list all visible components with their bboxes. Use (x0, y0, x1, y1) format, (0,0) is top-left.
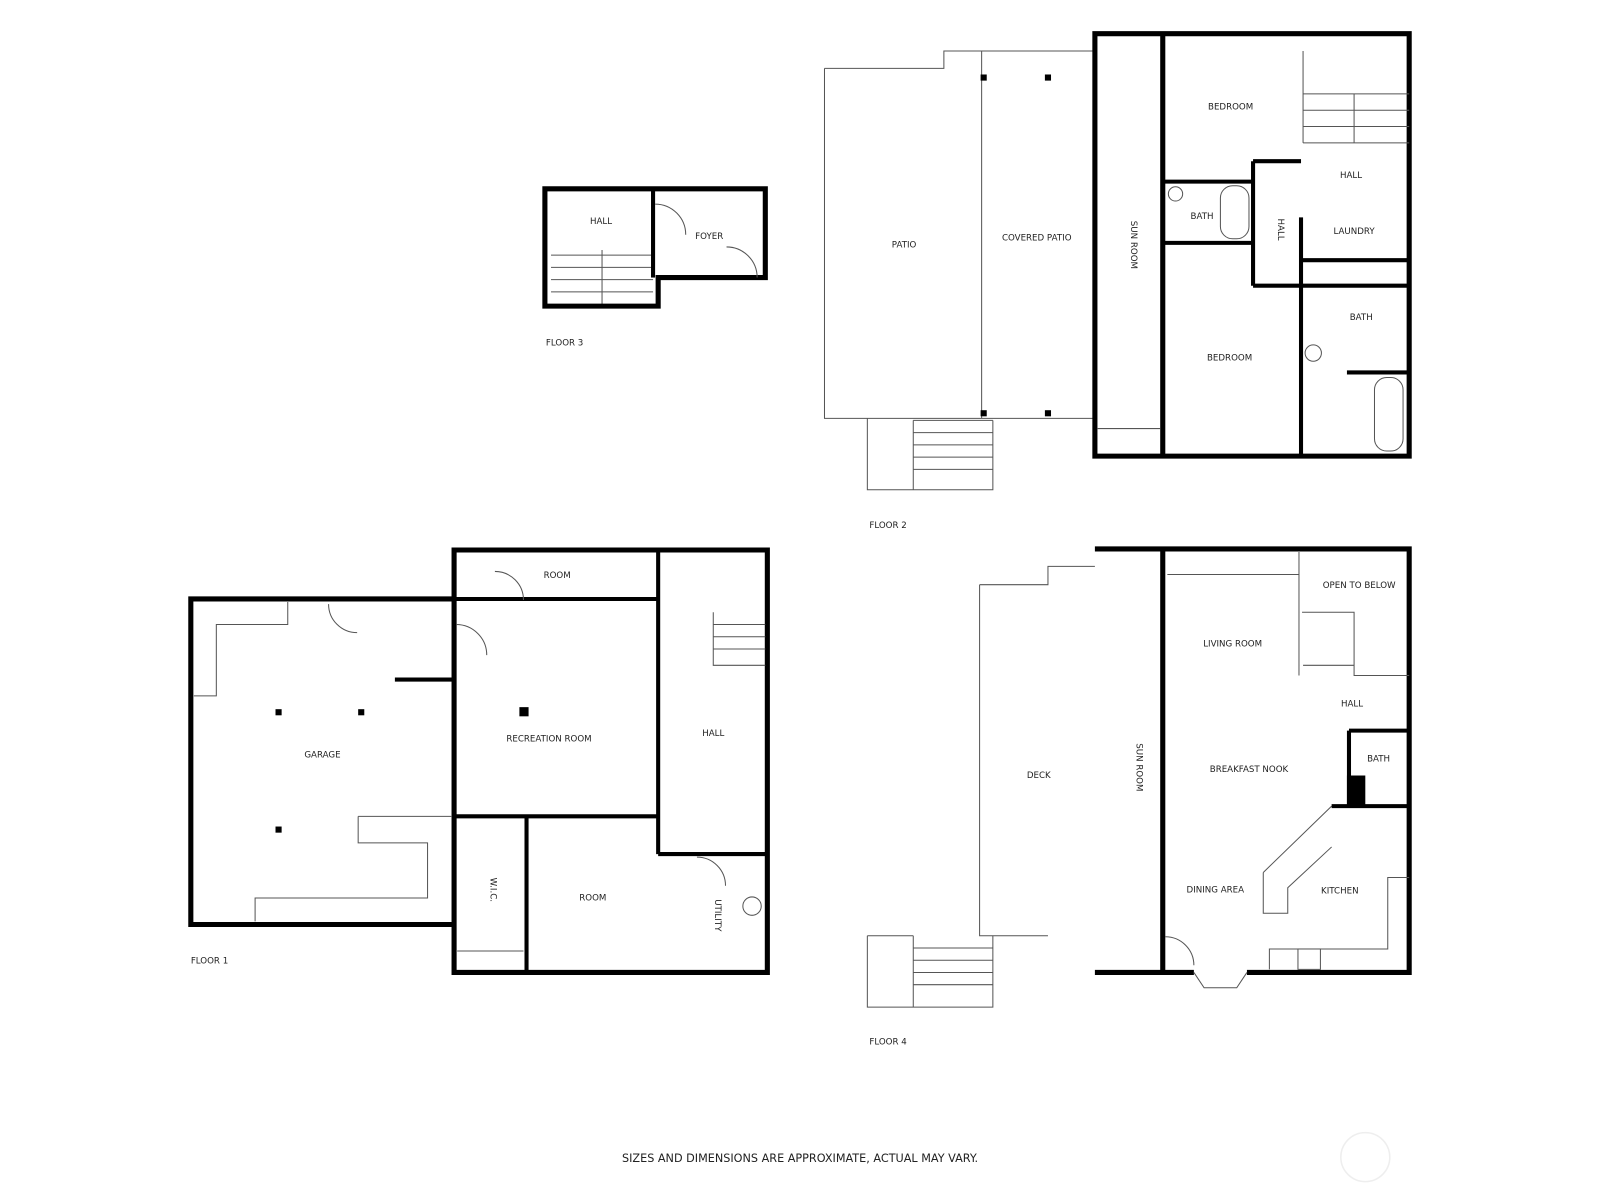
floor-3: HALL FOYER FLOOR 3 (542, 186, 768, 348)
room-label-kitchen: KITCHEN (1321, 886, 1359, 896)
room-label-hall: HALL (1340, 171, 1362, 181)
room-label-dining-area: DINING AREA (1187, 885, 1245, 895)
room-label-bath: BATH (1191, 212, 1214, 222)
stairs (551, 250, 654, 307)
room-label-hall: HALL (702, 729, 724, 739)
room-label-hall: HALL (590, 217, 612, 227)
floor-1: ROOM GARAGE RECREATION ROOM HALL W.I.C. … (188, 547, 770, 975)
room-label-bedroom: BEDROOM (1208, 103, 1253, 113)
room-label-hall: HALL (1341, 700, 1363, 710)
room-label-sun-room: SUN ROOM (1133, 743, 1143, 791)
patio-outline (823, 50, 1095, 419)
room-label-breakfast-nook: BREAKFAST NOOK (1210, 765, 1289, 775)
walls (1092, 31, 1412, 459)
room-label-laundry: LAUNDRY (1333, 227, 1375, 237)
room-label-garage: GARAGE (304, 751, 340, 761)
room-label-recreation-room: RECREATION ROOM (506, 734, 591, 744)
room-label-open-to-below: OPEN TO BELOW (1323, 581, 1396, 591)
room-label-deck: DECK (1027, 771, 1051, 781)
room-label-living-room: LIVING ROOM (1203, 639, 1262, 649)
room-label-hall: HALL (1275, 219, 1285, 241)
room-label-wic: W.I.C. (487, 878, 497, 902)
room-label-bath: BATH (1367, 755, 1390, 765)
floor-4: DECK SUN ROOM LIVING ROOM OPEN TO BELOW … (866, 546, 1412, 1047)
room-label-room: ROOM (544, 571, 571, 581)
room-label-sun-room: SUN ROOM (1128, 221, 1138, 269)
walls (451, 547, 770, 975)
watermark-logo-icon (1340, 1131, 1391, 1183)
room-label-patio: PATIO (892, 240, 917, 250)
disclaimer: SIZES AND DIMENSIONS ARE APPROXIMATE, AC… (622, 1152, 978, 1165)
floor-2-label: FLOOR 2 (869, 521, 906, 531)
room-label-covered-patio: COVERED PATIO (1002, 233, 1072, 243)
floor-3-label: FLOOR 3 (546, 338, 583, 348)
walls (542, 186, 768, 309)
floor-1-label: FLOOR 1 (191, 957, 228, 967)
room-label-bath: BATH (1350, 313, 1373, 323)
floor-2: PATIO COVERED PATIO SUN ROOM BEDROOM HAL… (823, 31, 1412, 531)
stairs (866, 418, 994, 491)
floor-4-label: FLOOR 4 (869, 1037, 907, 1047)
room-label-room: ROOM (579, 893, 606, 903)
room-label-bedroom: BEDROOM (1207, 354, 1252, 364)
room-label-utility: UTILITY (712, 899, 722, 932)
wall (651, 188, 656, 278)
room-label-foyer: FOYER (695, 232, 723, 242)
